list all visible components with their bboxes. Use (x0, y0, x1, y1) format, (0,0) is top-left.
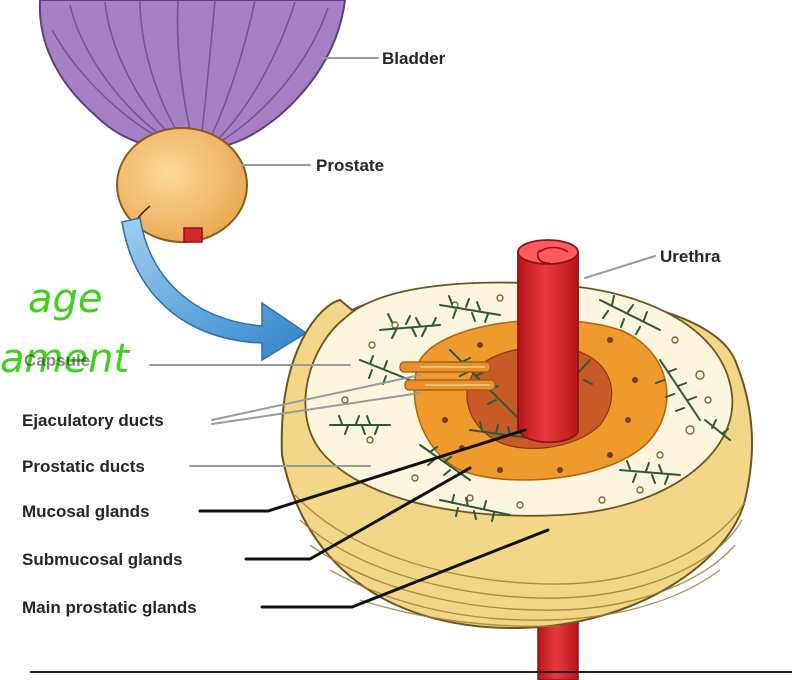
label-prostatic-ducts: Prostatic ducts (22, 457, 145, 476)
label-capsule: Capsule (24, 351, 90, 370)
label-mucosal-glands: Mucosal glands (22, 502, 150, 521)
urethra-tube (518, 240, 578, 442)
bladder-illustration (40, 0, 345, 150)
label-bladder: Bladder (382, 49, 446, 68)
label-urethra: Urethra (660, 247, 721, 266)
label-ejaculatory-ducts: Ejaculatory ducts (22, 411, 164, 430)
zoom-arrow (122, 218, 306, 360)
handwritten-note-line1: age (28, 276, 103, 322)
label-submucosal-glands: Submucosal glands (22, 550, 183, 569)
urethra-stub-small (184, 228, 202, 242)
label-prostate: Prostate (316, 156, 384, 175)
label-main-prostatic-glands: Main prostatic glands (22, 598, 197, 617)
prostate-cross-section (282, 240, 752, 680)
